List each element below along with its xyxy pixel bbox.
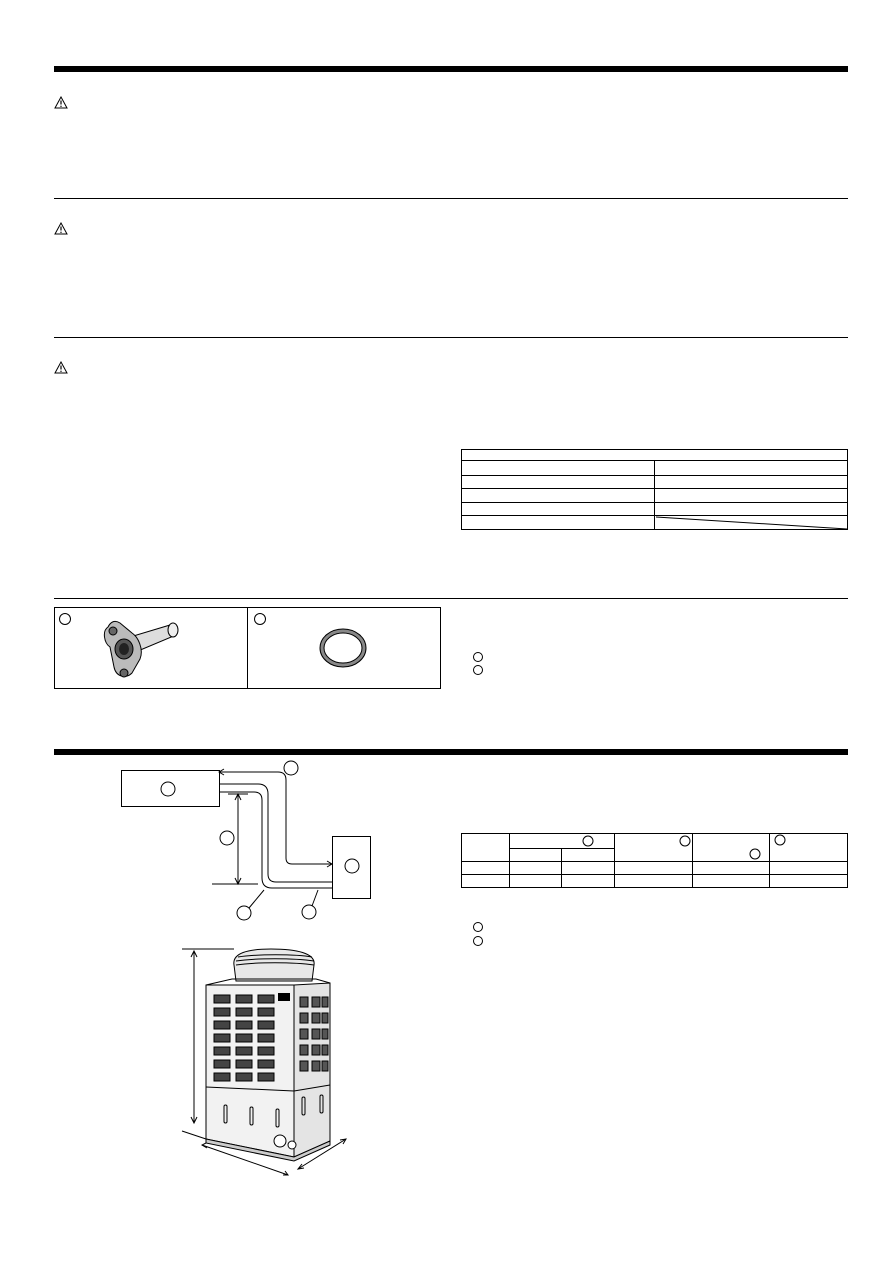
piping-size-table xyxy=(461,833,848,888)
section-divider xyxy=(54,598,848,599)
gasket-ring-icon xyxy=(319,628,367,668)
warning-triangle-icon xyxy=(54,361,68,374)
section-divider xyxy=(54,337,848,338)
flange-pipe-icon xyxy=(103,620,179,678)
legend-marker-d xyxy=(473,936,483,946)
specification-table xyxy=(461,449,848,530)
piping-layout-diagram xyxy=(121,760,371,921)
top-section-rule xyxy=(54,66,848,72)
legend-marker-b xyxy=(473,665,483,675)
warning-triangle-icon xyxy=(54,96,68,109)
legend-marker-c xyxy=(473,922,483,932)
accessory-b-marker xyxy=(254,613,266,625)
accessories-divider xyxy=(247,608,248,688)
legend-marker-a xyxy=(473,652,483,662)
accessories-box xyxy=(54,607,441,689)
accessory-a-marker xyxy=(59,613,71,625)
outdoor-unit-drawing xyxy=(181,948,347,1176)
bottom-section-rule xyxy=(54,749,848,755)
warning-triangle-icon xyxy=(54,222,68,235)
section-divider xyxy=(54,198,848,199)
